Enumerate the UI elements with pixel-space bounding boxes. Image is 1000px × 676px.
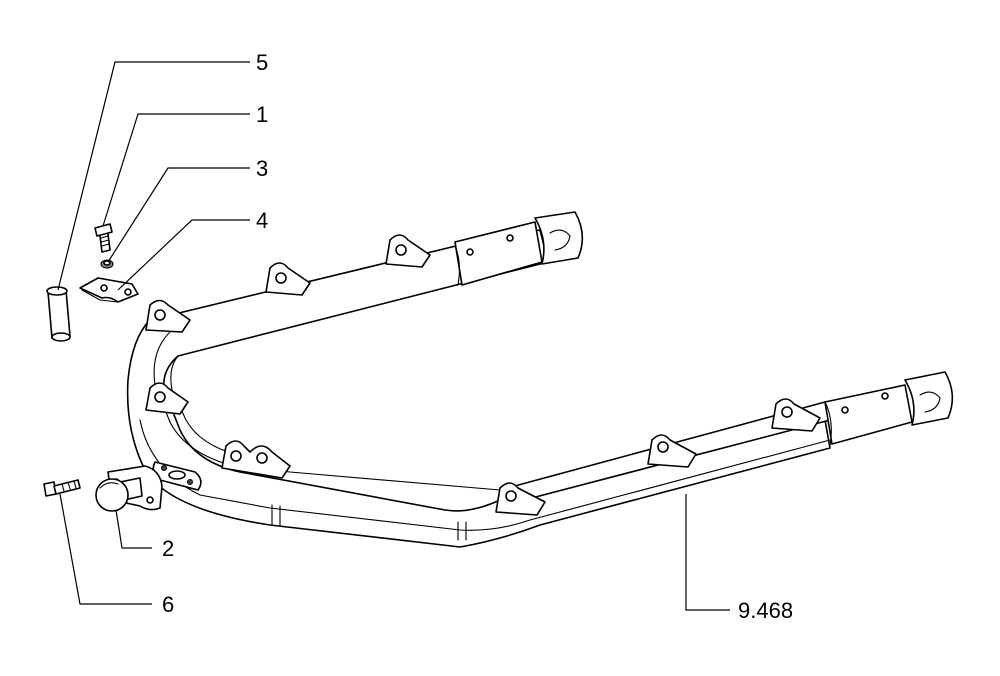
callout-6: 6 [162,592,174,617]
washer-part-3 [100,259,114,269]
frame-bottom-edge [139,419,831,531]
callout-5: 5 [256,50,268,75]
frame-left-clamp-slot [549,229,571,251]
frame-hole-2 [506,234,514,242]
plate-part-4 [79,277,139,303]
frame-lug [385,234,431,268]
frame-break-left [454,245,461,286]
leader-5 [57,61,250,291]
leader-3 [107,167,250,263]
frame-lug [265,262,311,296]
frame-assembly [126,211,954,548]
frame-right-clamp [904,371,954,426]
frame-lug [221,440,291,479]
leader-frame [685,494,730,611]
frame-right-clamp-slot [919,391,941,413]
bolt-part-6 [43,479,81,497]
frame-left-clamp [534,211,584,265]
frame-lug [647,434,697,468]
leader-lines [57,61,730,611]
callout-1: 1 [256,102,268,127]
frame-right-end-block [824,384,913,445]
frame-side-plate [152,461,202,491]
frame-mark-1 [271,504,281,527]
frame-lug [771,398,821,432]
frame-hole-4 [881,392,889,400]
leader-4 [117,219,250,291]
callout-4: 4 [256,208,268,233]
frame-lug [145,382,189,415]
callout-frame: 9.468 [738,598,793,623]
frame-hole-3 [841,406,849,414]
callout-2: 2 [162,536,174,561]
leader-1 [102,113,250,227]
frame-inner-edge [170,355,291,467]
leader-6 [59,493,152,605]
bolt-part-1 [94,223,113,253]
frame-mark-2 [457,521,467,541]
callout-3: 3 [256,156,268,181]
ball-hitch-part-2 [95,465,163,512]
frame-lug [495,482,546,516]
frame-break-right [825,403,832,447]
frame-hole-1 [466,248,474,256]
leader-2 [115,509,152,549]
frame-lug [145,299,191,333]
pin-part-5 [46,286,71,342]
callout-labels: 5 1 3 4 2 6 9.468 [162,50,793,623]
